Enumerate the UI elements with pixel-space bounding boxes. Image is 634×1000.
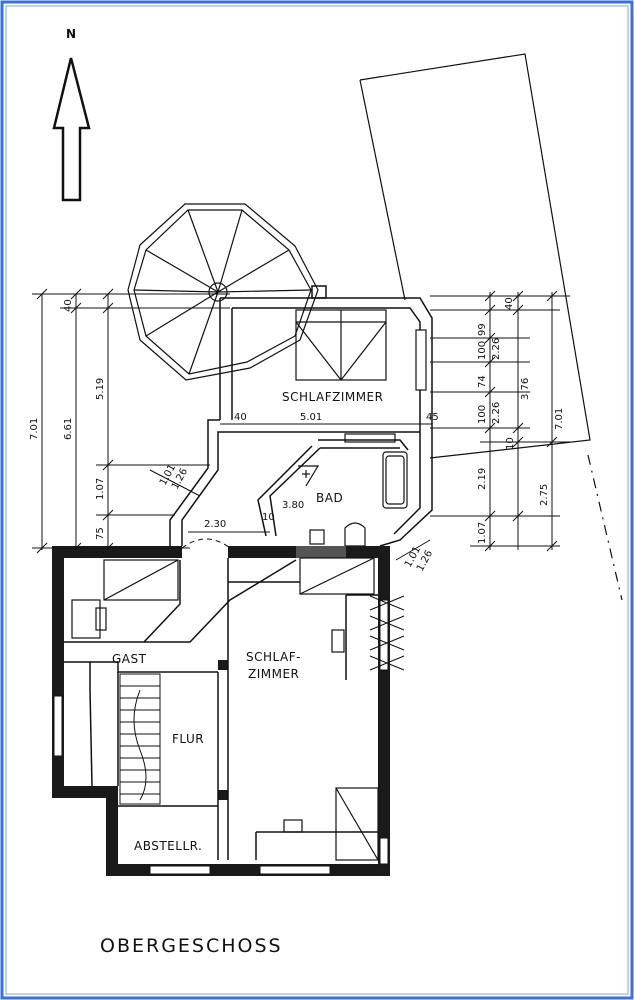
label-flur: FLUR [172, 732, 204, 746]
dim-left-701: 7.01 [29, 418, 40, 440]
dim-w10: 10 [262, 512, 275, 523]
staircase [119, 673, 161, 805]
dim-left-75: 75 [95, 527, 106, 540]
dim-right-99: 99 [477, 323, 488, 336]
dim-w501: 5.01 [300, 412, 322, 423]
octagon-pergola [127, 203, 319, 381]
dim-w40: 40 [234, 412, 247, 423]
dim-right-226a: 2.26 [491, 338, 502, 360]
dim-right-376: 3.76 [520, 378, 531, 400]
label-schlaf-2: ZIMMER [248, 667, 299, 681]
chimney-top [311, 285, 327, 299]
blue-frame-inner [5, 5, 629, 995]
dim-right-107: 1.07 [477, 522, 488, 544]
window-right-top [415, 329, 427, 391]
main-walls [52, 546, 390, 876]
plan-title: OBERGESCHOSS [100, 935, 283, 957]
dim-right-275: 2.75 [539, 484, 550, 506]
label-schlaf-1: SCHLAF- [246, 650, 301, 664]
label-bad-size: 3.80 [282, 500, 304, 511]
interior-walls [64, 558, 378, 860]
dim-right-74: 74 [477, 375, 488, 388]
dim-w230: 2.30 [204, 519, 226, 530]
north-arrow-icon [52, 57, 91, 202]
cabinets [71, 557, 379, 861]
dim-right-40: 40 [504, 297, 515, 310]
dim-right-100b: 100 [477, 405, 488, 424]
door-arc [181, 538, 231, 549]
dim-right-10: 10 [505, 437, 516, 450]
misc-dimension-lines [149, 423, 432, 561]
dim-right-219: 2.19 [477, 468, 488, 490]
window-hatch [369, 595, 405, 671]
bed-icon [295, 309, 387, 381]
dim-left-40: 40 [63, 299, 74, 312]
dim-left-661: 6.61 [63, 418, 74, 440]
dim-right-100a: 100 [477, 341, 488, 360]
label-abstellr: ABSTELLR. [134, 839, 202, 853]
bath-fixtures [298, 433, 408, 547]
dim-left-107: 1.07 [95, 478, 106, 500]
left-dimension-lines [32, 288, 230, 554]
upper-walls [169, 297, 433, 547]
main-windows [53, 599, 389, 875]
dim-w45: 45 [426, 412, 439, 423]
label-gast: GAST [112, 652, 147, 666]
right-dimension-lines [430, 290, 570, 552]
label-bad: BAD [316, 491, 343, 505]
label-schlafzimmer-top: SCHLAFZIMMER [282, 390, 383, 404]
property-line [359, 53, 623, 601]
dim-right-226b: 2.26 [491, 402, 502, 424]
north-label: N [66, 27, 76, 41]
dim-left-519: 5.19 [95, 378, 106, 400]
dim-right-701: 7.01 [554, 408, 565, 430]
